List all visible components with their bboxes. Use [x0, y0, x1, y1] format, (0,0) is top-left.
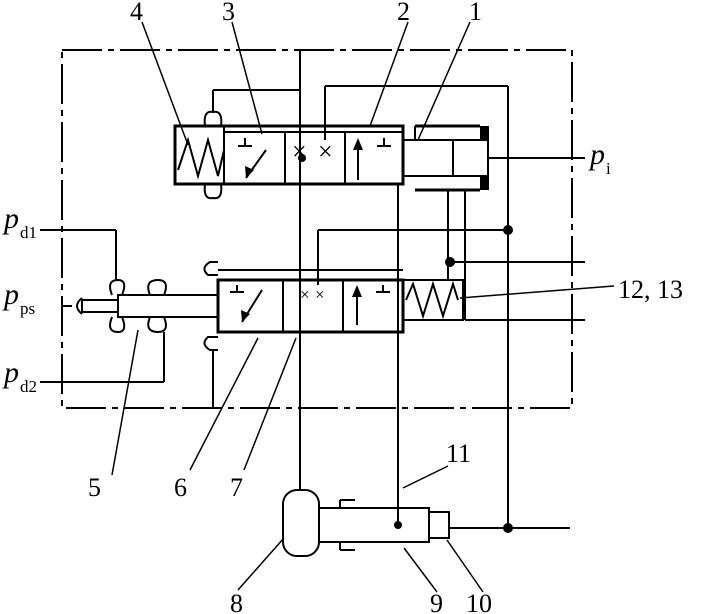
callout-2: 2 — [397, 0, 410, 26]
upper-spring-cap-top — [203, 110, 223, 127]
callout-12-13: 12, 13 — [618, 275, 683, 304]
callout-11: 11 — [446, 439, 471, 468]
callout-1: 1 — [469, 0, 482, 26]
svg-text:i: i — [606, 159, 611, 178]
lower-spring — [405, 280, 459, 320]
lower-cross-left-icon: × — [300, 285, 310, 304]
connections — [40, 50, 585, 533]
upper-spring-cap-bottom — [203, 183, 223, 200]
callout-9: 9 — [430, 589, 443, 614]
upper-spring — [177, 136, 225, 180]
callout-6: 6 — [174, 473, 187, 502]
callout-8: 8 — [230, 589, 243, 614]
upper-valve: × × — [173, 110, 489, 200]
leader-lines — [111, 21, 615, 593]
svg-text:p: p — [2, 278, 19, 311]
callout-7: 7 — [230, 473, 243, 502]
callout-5: 5 — [88, 473, 101, 502]
svg-text:d2: d2 — [20, 377, 37, 396]
port-label-pps: p ps — [2, 278, 35, 318]
port-label-pd1: p d1 — [2, 202, 37, 242]
port-label-pi: p i — [588, 138, 611, 178]
svg-text:p: p — [588, 138, 605, 171]
bottom-cylinder — [282, 489, 450, 557]
svg-text:d1: d1 — [20, 223, 37, 242]
port-label-pd2: p d2 — [2, 356, 37, 396]
lower-valve-body — [216, 278, 405, 334]
svg-text:p: p — [2, 202, 19, 235]
svg-text:p: p — [2, 356, 19, 389]
lower-valve: × × — [62, 261, 464, 351]
lower-cross-right-icon: × — [315, 285, 325, 304]
upper-cross-right-icon: × — [318, 137, 333, 166]
upper-valve-body — [173, 124, 405, 186]
callout-10: 10 — [466, 589, 492, 614]
callout-4: 4 — [130, 0, 143, 26]
callout-3: 3 — [222, 0, 235, 26]
svg-text:ps: ps — [20, 299, 35, 318]
